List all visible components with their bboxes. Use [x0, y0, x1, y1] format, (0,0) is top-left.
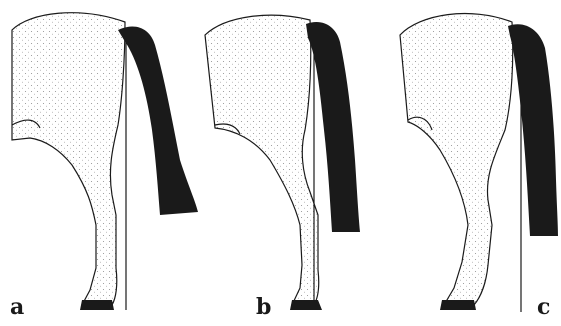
panel-c-rump	[400, 14, 513, 305]
panel-b-rump	[205, 15, 319, 305]
panel-a-rump	[12, 13, 125, 305]
panel-c-hoof	[440, 300, 476, 310]
panel-label-c: c	[537, 296, 550, 318]
panel-label-b: b	[256, 296, 271, 318]
panel-b-horse-hindquarter	[205, 15, 360, 310]
panel-a-hoof	[80, 300, 114, 310]
panel-c-tail	[508, 24, 558, 236]
panel-a-tail	[118, 26, 198, 215]
panel-b-hoof	[290, 300, 322, 310]
panel-a-horse-hindquarter	[12, 13, 198, 310]
panel-c-horse-hindquarter	[400, 14, 558, 312]
panel-label-a: a	[10, 296, 24, 318]
